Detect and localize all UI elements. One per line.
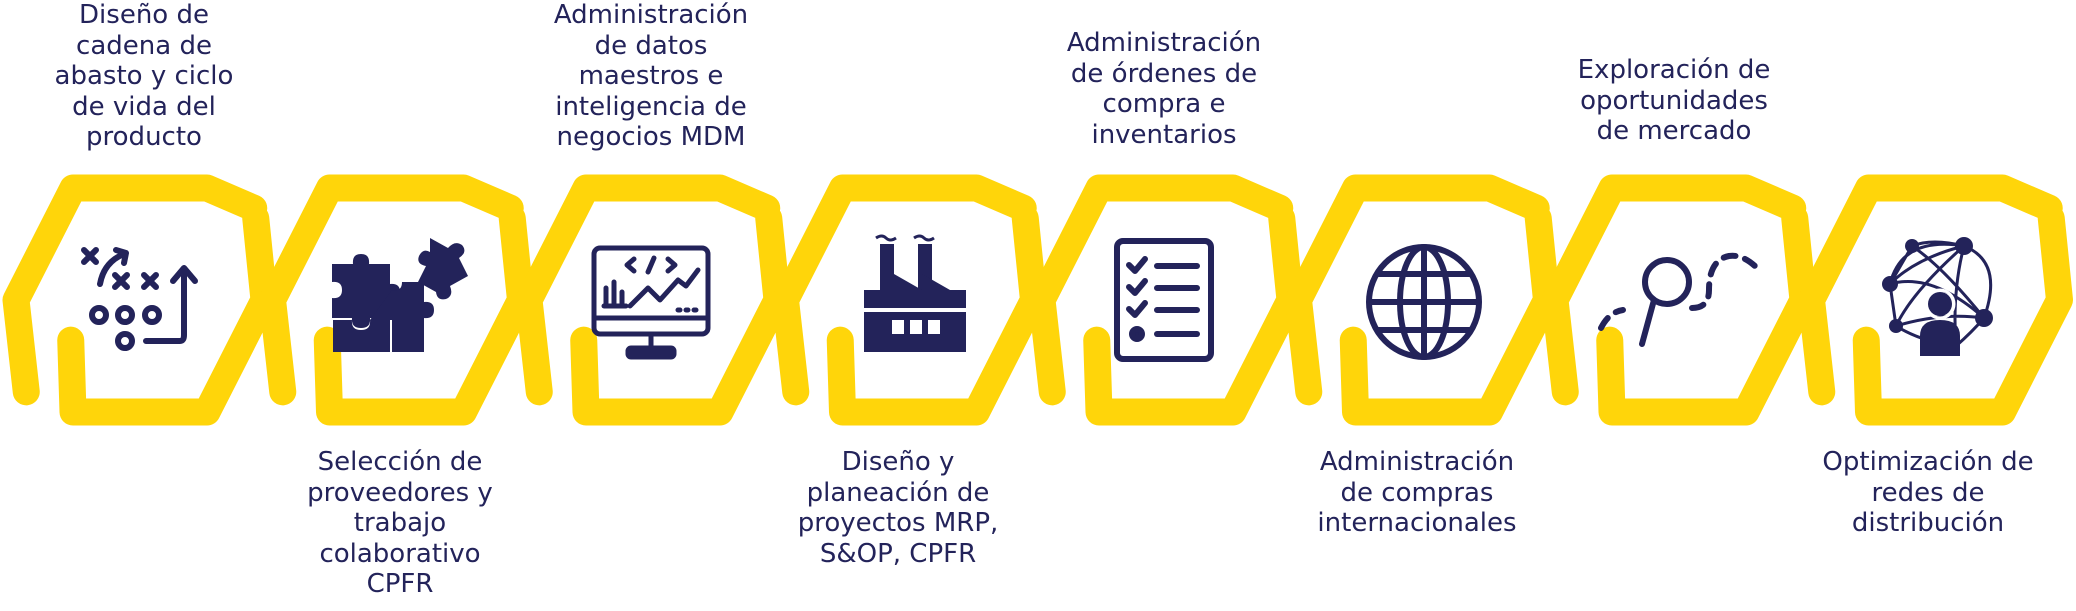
- step-8-label: Optimización de redes de distribución: [1822, 447, 2034, 538]
- analytics-monitor-icon: [591, 245, 711, 360]
- hexagon-step-4: [772, 174, 1047, 426]
- network-person-icon: [1882, 237, 1993, 356]
- hexagon-step-7: [1541, 174, 1817, 426]
- globe-icon: [1366, 244, 1482, 360]
- step-2-label: Selección de proveedores y trabajo colab…: [307, 447, 493, 599]
- hexagon-step-2: [259, 174, 534, 426]
- hexagon-step-5: [1028, 174, 1304, 426]
- hexagon-step-6: [1285, 174, 1560, 426]
- puzzle-pieces-icon: [332, 238, 468, 352]
- checklist-icon: [1114, 238, 1214, 362]
- step-5-label: Administración de órdenes de compra e in…: [1066, 28, 1262, 150]
- step-1-label: Diseño de cadena de abasto y ciclo de vi…: [54, 0, 234, 152]
- step-6-label: Administración de compras internacionale…: [1317, 447, 1517, 538]
- factory-icon: [864, 234, 966, 352]
- market-search-icon: [1598, 252, 1760, 347]
- hexagon-step-3: [515, 174, 791, 426]
- step-3-label: Administración de datos maestros e intel…: [553, 0, 749, 152]
- strategy-play-icon: [81, 247, 198, 351]
- hexagon-step-8: [1798, 174, 2073, 426]
- hexagon-step-1: [2, 174, 278, 426]
- step-4-label: Diseño y planeación de proyectos MRP, S&…: [797, 447, 999, 569]
- step-7-label: Exploración de oportunidades de mercado: [1577, 55, 1771, 146]
